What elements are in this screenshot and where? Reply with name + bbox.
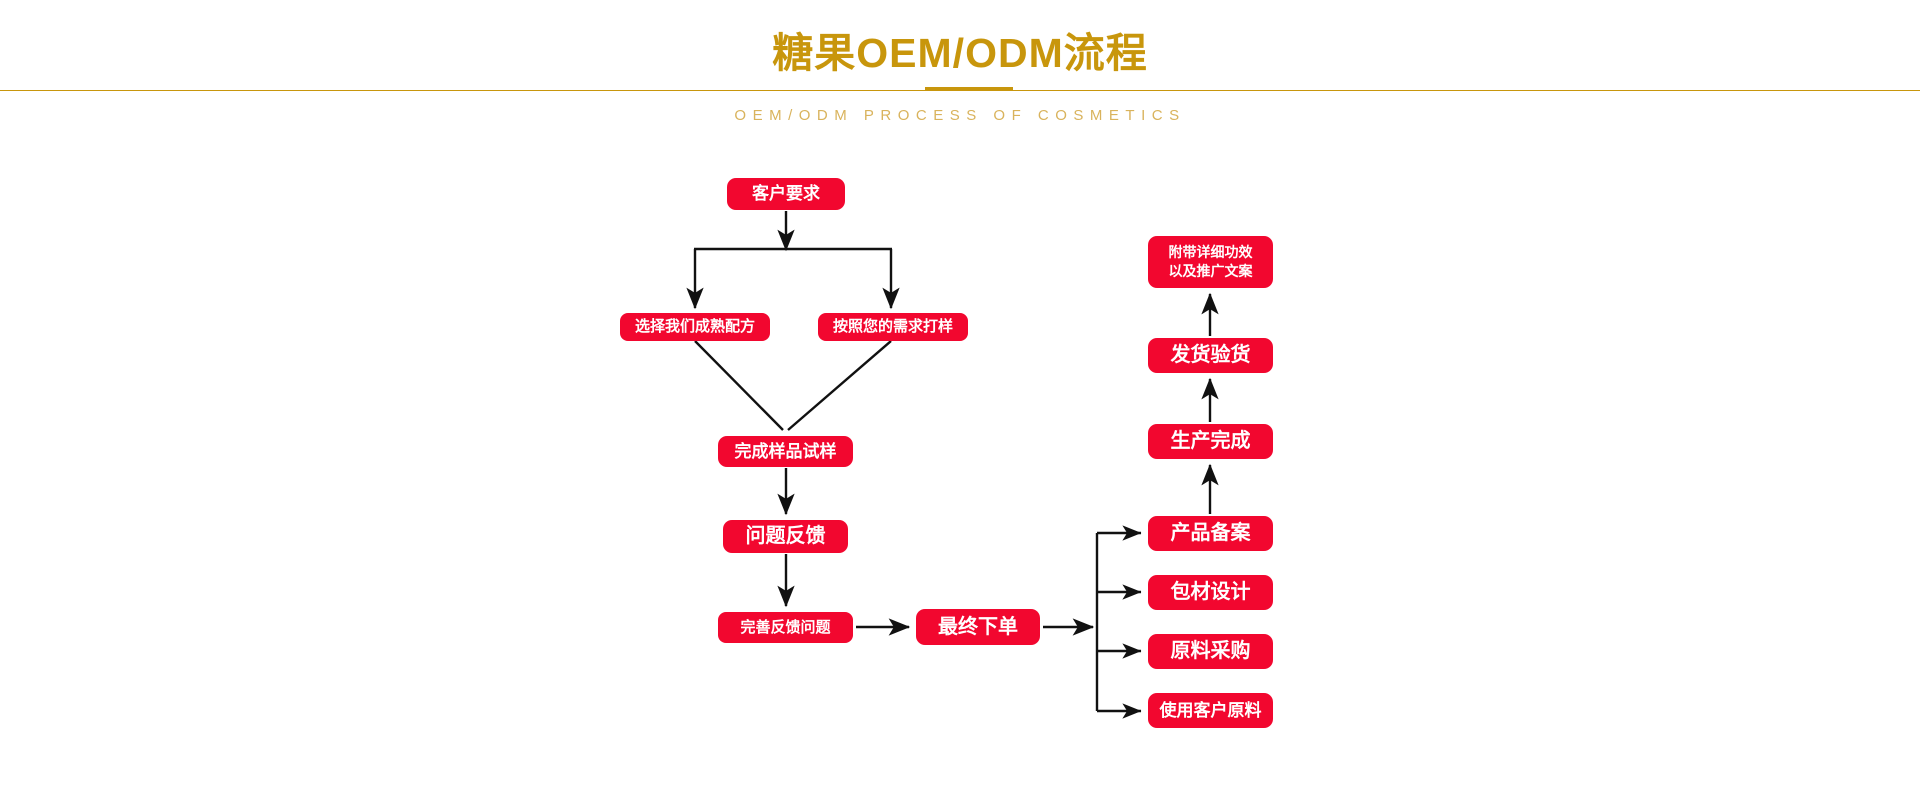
header-divider-accent: [925, 87, 1013, 91]
node-promo-copy[interactable]: 附带详细功效 以及推广文案: [1148, 236, 1273, 288]
edge-choose-formula-merge: [694, 340, 784, 431]
node-material-buy[interactable]: 原料采购: [1148, 634, 1273, 669]
node-client-material[interactable]: 使用客户原料: [1148, 693, 1273, 728]
page-header: 糖果OEM/ODM流程 OEM/ODM PROCESS OF COSMETICS: [0, 0, 1920, 130]
node-sample-done[interactable]: 完成样品试样: [718, 436, 853, 467]
node-final-order[interactable]: 最终下单: [916, 609, 1040, 645]
node-choose-formula[interactable]: 选择我们成熟配方: [620, 313, 770, 341]
edge-sample-by-need-merge: [787, 340, 892, 431]
node-production-done[interactable]: 生产完成: [1148, 424, 1273, 459]
node-ship-inspect[interactable]: 发货验货: [1148, 338, 1273, 373]
node-customer-req[interactable]: 客户要求: [727, 178, 845, 210]
page-subtitle: OEM/ODM PROCESS OF COSMETICS: [734, 107, 1186, 124]
node-promo-copy-line1: 附带详细功效: [1168, 244, 1253, 261]
node-fix-feedback[interactable]: 完善反馈问题: [718, 612, 853, 643]
node-promo-copy-line2: 以及推广文案: [1168, 263, 1253, 279]
node-product-filing[interactable]: 产品备案: [1148, 516, 1273, 551]
node-issue-feedback[interactable]: 问题反馈: [723, 520, 848, 553]
node-sample-by-need[interactable]: 按照您的需求打样: [818, 313, 968, 341]
node-package-design[interactable]: 包材设计: [1148, 575, 1273, 610]
page-title: 糖果OEM/ODM流程: [772, 30, 1148, 76]
